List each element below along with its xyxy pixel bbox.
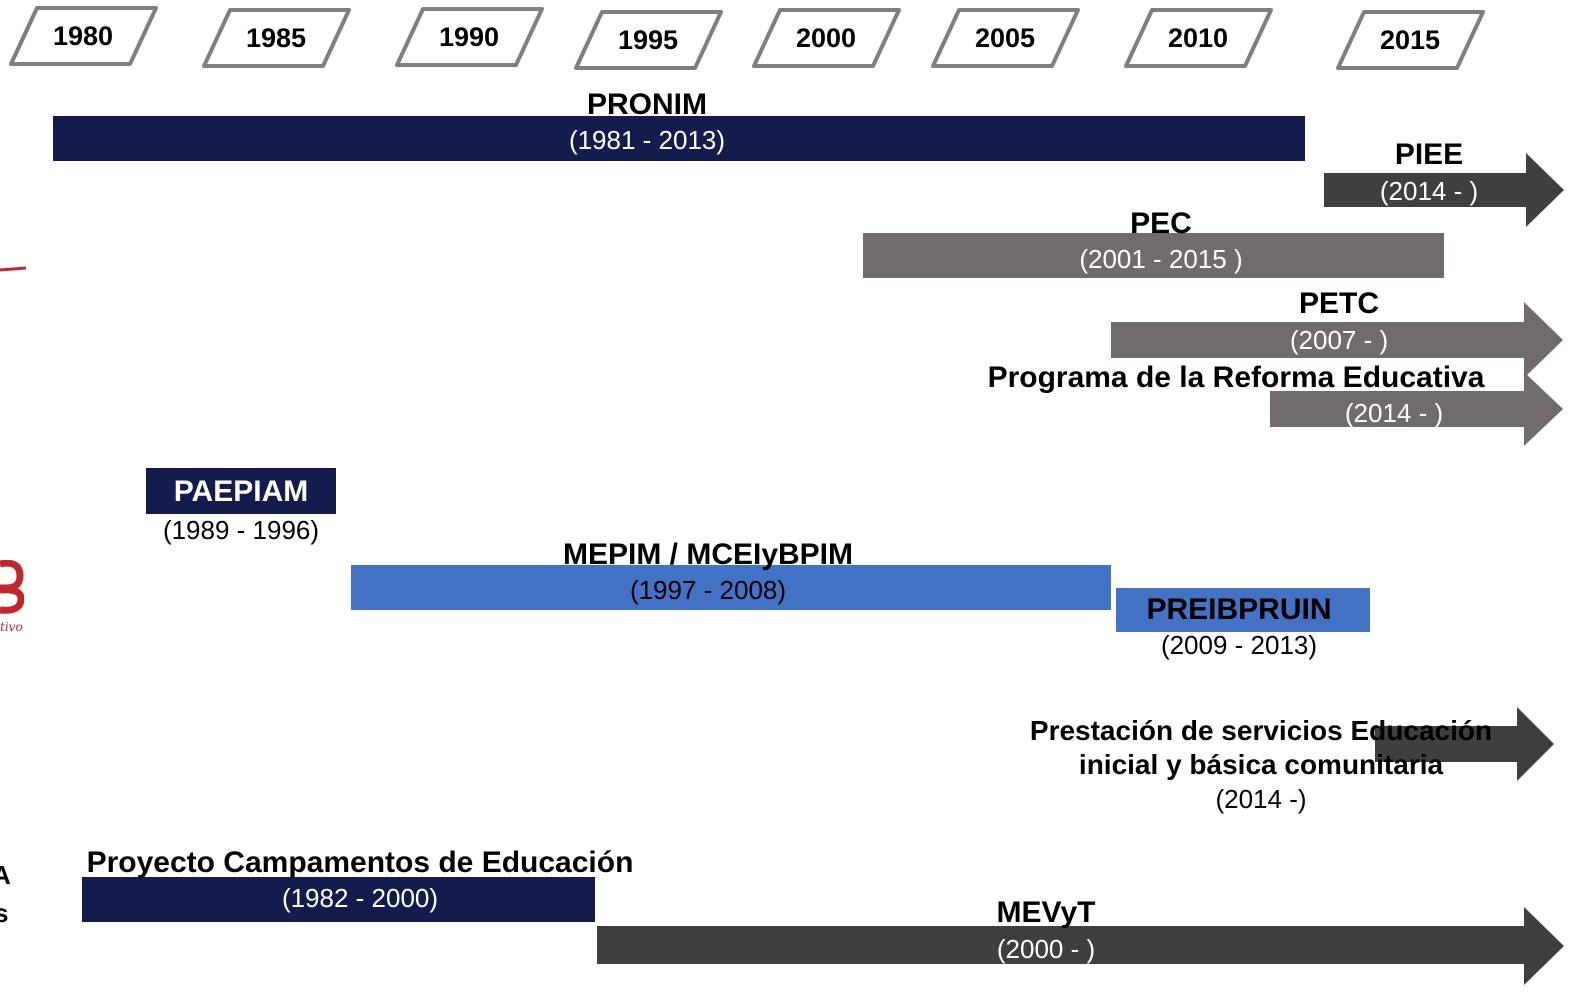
campamentos-bar bbox=[82, 877, 595, 922]
year-label: 2010 bbox=[1167, 22, 1229, 53]
year-box-1985: 1985 bbox=[201, 8, 351, 68]
paepiam-title: PAEPIAM bbox=[173, 475, 309, 508]
piee-title: PIEE bbox=[1394, 138, 1464, 171]
edge-fragment-letter-s: s bbox=[0, 898, 9, 928]
pronim-title: PRONIM bbox=[587, 88, 707, 121]
preibpruin-title: PREIBPRUIN bbox=[1146, 593, 1332, 626]
paepiam-dates: (1989 - 1996) bbox=[162, 515, 320, 545]
logo-fragment-script-text: tivo bbox=[0, 620, 23, 634]
year-label: 1995 bbox=[617, 24, 679, 55]
prestacion-arrow bbox=[1375, 707, 1554, 781]
mepim-dates: (1997 - 2008) bbox=[629, 575, 787, 605]
year-label: 1990 bbox=[438, 21, 500, 52]
year-label: 2005 bbox=[974, 22, 1036, 53]
petc-arrow bbox=[1111, 302, 1563, 378]
year-label: 1980 bbox=[52, 20, 114, 51]
pec-title: PEC bbox=[1130, 207, 1192, 240]
year-box-1995: 1995 bbox=[573, 10, 723, 70]
prestacion-title-line2: inicial y básica comunitaria bbox=[1078, 749, 1444, 780]
paepiam-bar bbox=[146, 468, 336, 514]
year-label: 2000 bbox=[795, 22, 857, 53]
year-box-2010: 2010 bbox=[1123, 8, 1273, 68]
year-box-2015: 2015 bbox=[1335, 10, 1485, 70]
year-box-1990: 1990 bbox=[394, 7, 544, 67]
campamentos-dates: (1982 - 2000) bbox=[281, 883, 439, 913]
reforma-dates: (2014 - ) bbox=[1344, 398, 1444, 428]
prestacion-dates: (2014 -) bbox=[1215, 784, 1307, 814]
preibpruin-bar bbox=[1116, 588, 1370, 632]
mevyt-title: MEVyT bbox=[996, 896, 1096, 929]
campamentos-title: Proyecto Campamentos de Educación bbox=[86, 846, 634, 879]
mevyt-dates: (2000 - ) bbox=[996, 934, 1096, 964]
mevyt-arrow bbox=[597, 907, 1564, 985]
logo-fragment-red-line bbox=[0, 266, 27, 272]
pec-bar bbox=[863, 233, 1444, 278]
pronim-dates: (1981 - 2013) bbox=[568, 125, 726, 155]
petc-dates: (2007 - ) bbox=[1289, 325, 1389, 355]
reforma-arrow bbox=[1270, 372, 1563, 446]
edge-fragment-letter-a: A bbox=[0, 860, 11, 890]
year-label: 1985 bbox=[245, 22, 307, 53]
petc-title: PETC bbox=[1298, 287, 1379, 320]
year-box-1980: 1980 bbox=[8, 6, 158, 66]
piee-dates: (2014 - ) bbox=[1379, 176, 1479, 206]
year-box-2000: 2000 bbox=[751, 8, 901, 68]
reforma-title: Programa de la Reforma Educativa bbox=[987, 361, 1485, 394]
mepim-title: MEPIM / MCEIyBPIM bbox=[562, 538, 854, 571]
year-box-2005: 2005 bbox=[930, 8, 1080, 68]
logo-fragment-red-glyph bbox=[0, 560, 24, 614]
piee-arrow bbox=[1324, 153, 1564, 227]
preibpruin-dates: (2009 - 2013) bbox=[1160, 630, 1318, 660]
prestacion-title-line1: Prestación de servicios Educación bbox=[1029, 715, 1493, 746]
year-label: 2015 bbox=[1379, 24, 1441, 55]
pronim-bar bbox=[53, 116, 1305, 161]
pec-dates: (2001 - 2015 ) bbox=[1079, 244, 1243, 274]
mepim-bar bbox=[351, 565, 1111, 610]
